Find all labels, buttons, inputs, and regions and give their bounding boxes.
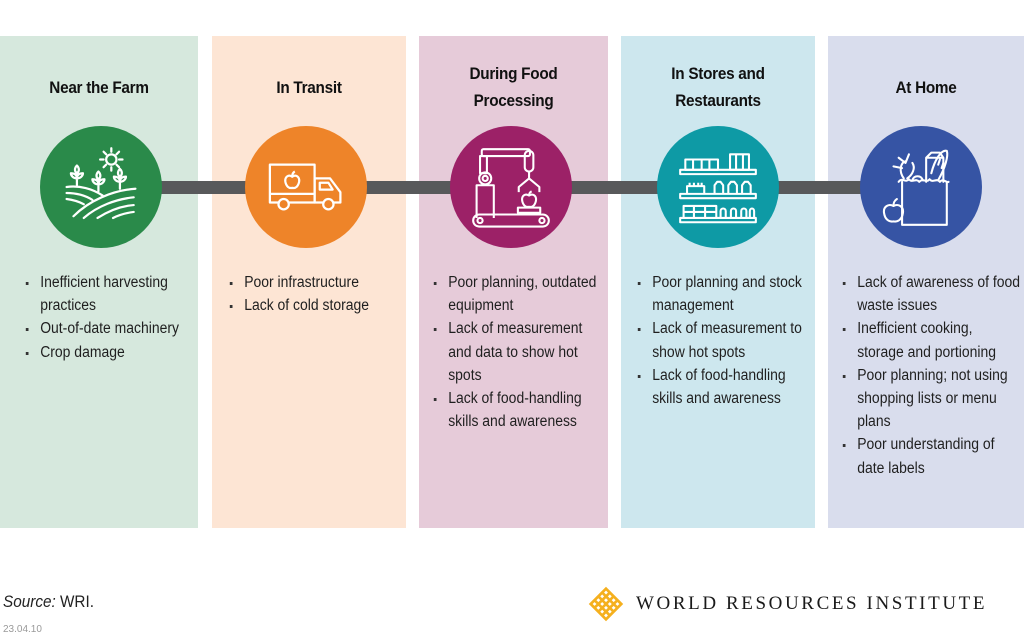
stage-circle-transit xyxy=(245,126,367,248)
stage-title: During Food Processing xyxy=(428,60,598,114)
farm-field-icon xyxy=(65,147,137,220)
issue-item: Lack of food-handling skills and awarene… xyxy=(636,364,803,410)
stage-issues-stores: Poor planning and stock management Lack … xyxy=(636,271,803,410)
date-code: 23.04.10 xyxy=(3,624,42,635)
issue-item: Out-of-date machinery xyxy=(24,317,195,340)
stage-circle-processing xyxy=(450,126,572,248)
issue-item: Lack of measurement to show hot spots xyxy=(636,317,803,363)
stage-panel-home: At Home xyxy=(828,36,1024,528)
issue-item: Crop damage xyxy=(24,341,195,364)
stage-circle-home xyxy=(860,126,982,248)
stage-issues-processing: Poor planning, outdated equipment Lack o… xyxy=(432,271,599,433)
stage-title-line: In Stores and xyxy=(671,64,765,83)
wri-knot-logo-icon xyxy=(588,586,624,622)
stage-circle-farm xyxy=(40,126,162,248)
stage-title-line: Processing xyxy=(473,91,554,110)
stage-circle-stores xyxy=(657,126,779,248)
issue-item: Poor understanding of date labels xyxy=(841,433,1021,479)
issue-item: Lack of measurement and data to show hot… xyxy=(432,317,599,387)
issue-item: Inefficient cooking, storage and portion… xyxy=(841,317,1021,363)
stage-title-line: Restaurants xyxy=(675,91,761,110)
stage-panel-transit: In Transit xyxy=(212,36,406,528)
source-label: Source: xyxy=(3,592,56,611)
stage-issues-home: Lack of awareness of food waste issues I… xyxy=(841,271,1021,480)
wri-logo: WORLD RESOURCES INSTITUTE xyxy=(588,586,987,622)
issue-item: Lack of cold storage xyxy=(228,294,399,317)
issue-item: Lack of food-handling skills and awarene… xyxy=(432,387,599,433)
stage-panel-farm: Near the Farm xyxy=(0,36,198,528)
stage-panel-processing: During Food Processing xyxy=(419,36,608,528)
source-note: Source: WRI. xyxy=(3,592,94,612)
robotic-arm-conveyor-icon xyxy=(472,148,550,228)
issue-item: Poor planning; not using shopping lists … xyxy=(841,364,1021,434)
delivery-truck-icon xyxy=(268,163,342,211)
stage-title-line: During Food xyxy=(469,64,558,83)
stage-title: Near the Farm xyxy=(49,78,149,97)
grocery-bag-icon xyxy=(882,149,950,226)
stage-issues-transit: Poor infrastructure Lack of cold storage xyxy=(228,271,399,317)
source-value: WRI. xyxy=(55,592,94,611)
stage-title: In Stores and Restaurants xyxy=(631,60,806,114)
stage-issues-farm: Inefficient harvesting practices Out-of-… xyxy=(24,271,195,364)
wri-logo-text: WORLD RESOURCES INSTITUTE xyxy=(636,593,988,614)
issue-item: Poor planning and stock management xyxy=(636,271,803,317)
issue-item: Lack of awareness of food waste issues xyxy=(841,271,1021,317)
issue-item: Inefficient harvesting practices xyxy=(24,271,195,317)
issue-item: Poor infrastructure xyxy=(228,271,399,294)
stage-title: At Home xyxy=(895,78,957,97)
issue-item: Poor planning, outdated equipment xyxy=(432,271,599,317)
store-shelves-icon xyxy=(679,153,757,224)
stage-panel-stores: In Stores and Restaurants xyxy=(621,36,815,528)
stage-title: In Transit xyxy=(276,78,342,97)
